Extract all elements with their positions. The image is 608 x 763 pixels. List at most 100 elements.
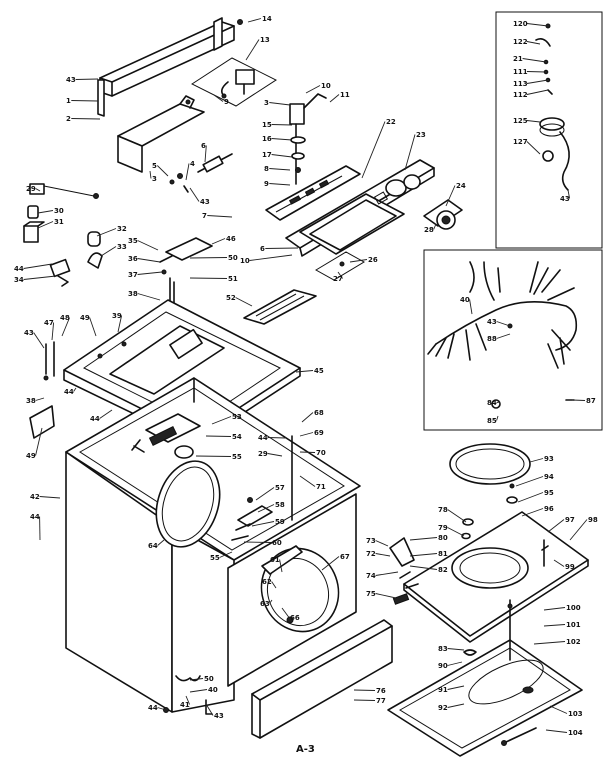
callout-79: 79 (438, 524, 465, 537)
leader-line (269, 183, 291, 186)
leader-line (185, 695, 191, 705)
callout-44: 44 (64, 387, 77, 396)
leader-line (529, 458, 544, 463)
bottom-plate (387, 599, 583, 757)
callout-label: 32 (117, 225, 127, 233)
callout-label: 103 (568, 710, 583, 718)
leader-line (247, 18, 262, 23)
callout-9: 9 (213, 94, 229, 106)
callout-label: 92 (438, 704, 448, 712)
leader-line (157, 539, 165, 546)
callout-label: 43 (560, 195, 570, 203)
inset-box-top (495, 11, 603, 249)
callout-15: 15 (262, 121, 293, 129)
callout-29: 29 (26, 185, 41, 193)
callout-label: 69 (314, 429, 324, 437)
callout-88: 88 (487, 333, 511, 343)
callout-43: 43 (560, 189, 571, 203)
callout-41: 41 (180, 695, 191, 709)
callout-4: 4 (185, 160, 195, 181)
timer-switch-stack (289, 93, 327, 185)
leader-line (189, 277, 228, 279)
door-hinges (231, 497, 273, 541)
leader-line (271, 138, 293, 141)
callout-33: 33 (100, 243, 127, 257)
callout-73: 73 (366, 537, 389, 547)
callout-label: 3 (152, 175, 157, 183)
leader-line (249, 254, 293, 261)
callout-58: 58 (257, 501, 285, 513)
callout-label: 64 (148, 542, 158, 550)
leader-line (189, 257, 228, 259)
leader-line (117, 315, 123, 333)
console-insert (265, 165, 361, 221)
lid-part-52 (243, 289, 317, 325)
callout-23: 23 (404, 131, 426, 171)
leader-line (375, 593, 397, 599)
callout-72: 72 (366, 550, 391, 558)
callout-101: 101 (543, 621, 581, 629)
callout-label: 67 (340, 553, 350, 561)
callout-91: 91 (438, 685, 465, 694)
leader-line (205, 703, 214, 716)
callout-38: 38 (26, 397, 45, 405)
callout-label: 99 (565, 563, 575, 571)
leader-line (61, 317, 71, 337)
callout-54: 54 (205, 433, 242, 441)
callout-label: 74 (366, 572, 376, 580)
callout-85: 85 (487, 415, 499, 425)
leader-line (37, 221, 54, 229)
callout-63: 63 (260, 599, 273, 608)
leader-line (255, 487, 275, 501)
callout-51: 51 (189, 275, 238, 283)
callout-122: 122 (513, 38, 541, 46)
callout-label: 47 (44, 319, 54, 327)
callout-label: 49 (80, 314, 90, 322)
callout-label: 6 (260, 245, 265, 253)
callout-label: 85 (487, 417, 497, 425)
callout-label: 60 (272, 539, 282, 547)
callout-label: 7 (202, 212, 207, 220)
callout-label: 55 (232, 453, 242, 461)
callout-98: 98 (569, 516, 598, 541)
callout-label: 93 (544, 455, 554, 463)
callout-label: 57 (275, 484, 285, 492)
leader-line (349, 259, 368, 263)
leader-line (257, 504, 275, 513)
leader-line (245, 39, 260, 61)
leader-line (219, 551, 233, 558)
callout-42: 42 (30, 493, 61, 501)
callout-label: 43 (200, 198, 210, 206)
callout-label: 15 (262, 121, 272, 129)
leader-line (522, 58, 547, 63)
leader-line (267, 437, 287, 439)
callout-14: 14 (247, 15, 272, 23)
callout-label: 43 (24, 329, 34, 337)
leader-line (361, 121, 386, 179)
callout-label: 53 (232, 413, 242, 421)
leader-line (526, 89, 549, 95)
callout-50: 50 (189, 675, 214, 683)
callout-label: 68 (314, 409, 324, 417)
callout-label: 45 (314, 367, 324, 375)
callout-90: 90 (438, 661, 463, 670)
leader-line (321, 556, 340, 571)
leader-line (375, 540, 389, 547)
leader-line (353, 689, 376, 691)
callout-46: 46 (211, 235, 236, 245)
leader-line (329, 94, 340, 103)
callout-55: 55 (210, 551, 233, 562)
leader-line (269, 102, 291, 106)
callout-label: 61 (270, 556, 280, 564)
callout-31: 31 (37, 218, 64, 229)
leader-line (409, 537, 438, 541)
inner-bracket (131, 413, 201, 453)
callout-21: 21 (513, 55, 547, 63)
callout-label: 77 (376, 697, 386, 705)
callout-49: 49 (80, 314, 97, 337)
leader-line (37, 210, 54, 214)
leader-line (571, 399, 586, 401)
leader-line (496, 333, 511, 339)
leader-line (243, 541, 272, 543)
callout-label: 66 (290, 614, 300, 622)
